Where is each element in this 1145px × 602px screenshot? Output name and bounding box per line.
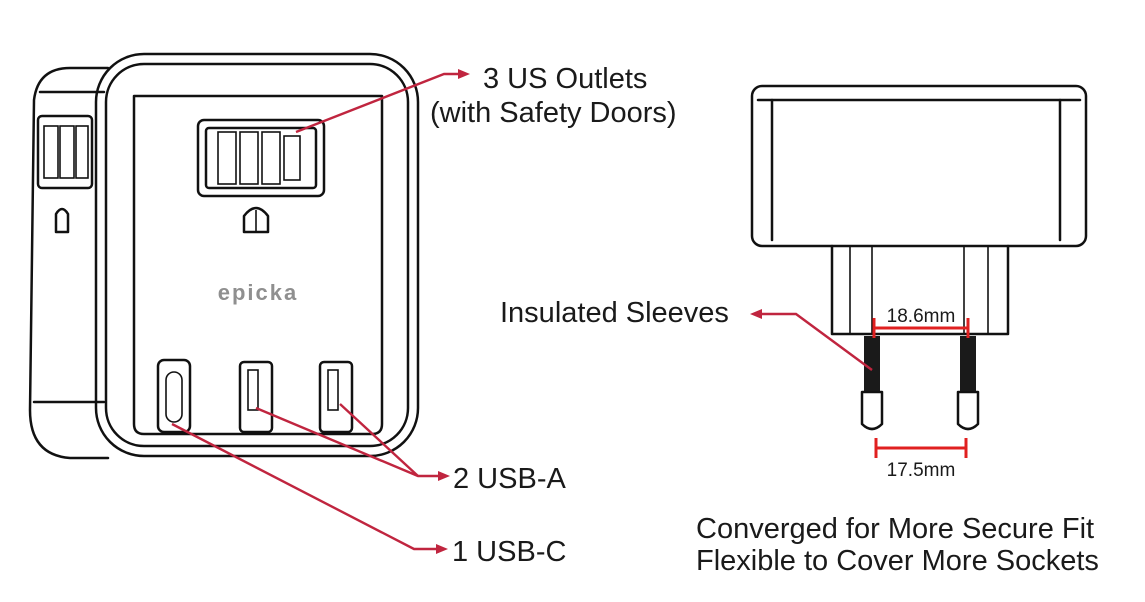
dimension-top: 18.6mm	[872, 306, 970, 338]
outlets-label-line1: 3 US Outlets	[483, 63, 647, 95]
usb-a-label: 2 USB-A	[453, 463, 566, 495]
pin-left	[860, 336, 884, 431]
side-outlet	[36, 114, 94, 234]
usb-a-port-2	[318, 360, 354, 434]
usb-c-port	[156, 358, 192, 434]
pin-right	[956, 336, 980, 431]
us-outlet	[196, 118, 326, 234]
caption-line2: Flexible to Cover More Sockets	[696, 545, 1099, 577]
sleeves-label: Insulated Sleeves	[500, 297, 729, 329]
callout-outlets: 3 US Outlets (with Safety Doors)	[295, 63, 677, 134]
callout-usb-a: 2 USB-A	[255, 403, 566, 495]
outlets-label-line2: (with Safety Doors)	[430, 97, 677, 129]
brand-logo: epicka	[218, 280, 299, 305]
caption-line1: Converged for More Secure Fit	[696, 513, 1094, 545]
adapter-front-view: epicka	[28, 52, 420, 460]
dimension-bottom: 17.5mm	[874, 438, 968, 481]
caption: Converged for More Secure Fit Flexible t…	[696, 513, 1099, 577]
usb-c-label: 1 USB-C	[452, 536, 566, 568]
dimension-top-label: 18.6mm	[887, 306, 956, 327]
callout-usb-c: 1 USB-C	[171, 422, 566, 568]
adapter-side-view: 18.6mm 17.5mm	[750, 84, 1088, 481]
usb-a-port-1	[238, 360, 274, 434]
dimension-bottom-label: 17.5mm	[887, 460, 956, 481]
callout-sleeves: Insulated Sleeves	[500, 297, 873, 371]
